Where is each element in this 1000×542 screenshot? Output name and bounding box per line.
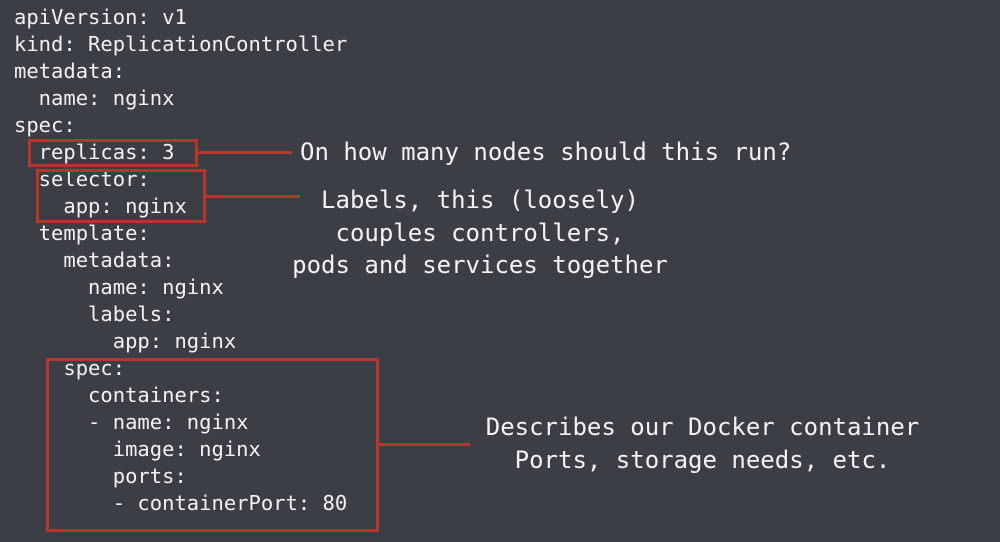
code-line: replicas: 3	[14, 140, 175, 164]
replicas-highlight-box	[28, 139, 198, 167]
annotation-line: On how many nodes should this run?	[300, 138, 792, 166]
annotation-line: pods and services together	[292, 251, 668, 279]
code-line: app: nginx	[14, 329, 237, 353]
annotation-line: Labels, this (loosely)	[321, 186, 639, 214]
code-line: app: nginx	[14, 194, 187, 218]
code-line: spec:	[14, 113, 76, 137]
selector-connector-line	[205, 195, 300, 198]
selector-annotation: Labels, this (loosely) couples controller…	[280, 184, 680, 282]
spec-highlight-box	[46, 358, 379, 532]
code-line: template:	[14, 221, 150, 245]
code-line: name: nginx	[14, 275, 224, 299]
code-line: kind: ReplicationController	[14, 32, 348, 56]
spec-connector-line	[378, 443, 470, 446]
code-line: ports:	[14, 464, 187, 488]
replicas-annotation: On how many nodes should this run?	[300, 136, 791, 169]
code-line: - containerPort: 80	[14, 491, 348, 515]
code-line: containers:	[14, 383, 224, 407]
annotation-line: couples controllers,	[335, 218, 625, 247]
code-line: metadata:	[14, 59, 126, 83]
yaml-code-block: apiVersion: v1 kind: ReplicationControlle…	[14, 4, 347, 517]
selector-highlight-box	[36, 169, 206, 223]
code-line: name: nginx	[14, 86, 175, 110]
replicas-connector-line	[197, 151, 292, 154]
code-line: - name: nginx	[14, 410, 249, 434]
annotation-line: Describes our Docker container	[485, 413, 920, 441]
annotation-line: Ports, storage needs, etc.	[514, 445, 891, 474]
code-line: labels:	[14, 302, 175, 326]
code-line: image: nginx	[14, 437, 261, 461]
code-line: apiVersion: v1	[14, 5, 187, 29]
code-line: metadata:	[14, 248, 175, 272]
